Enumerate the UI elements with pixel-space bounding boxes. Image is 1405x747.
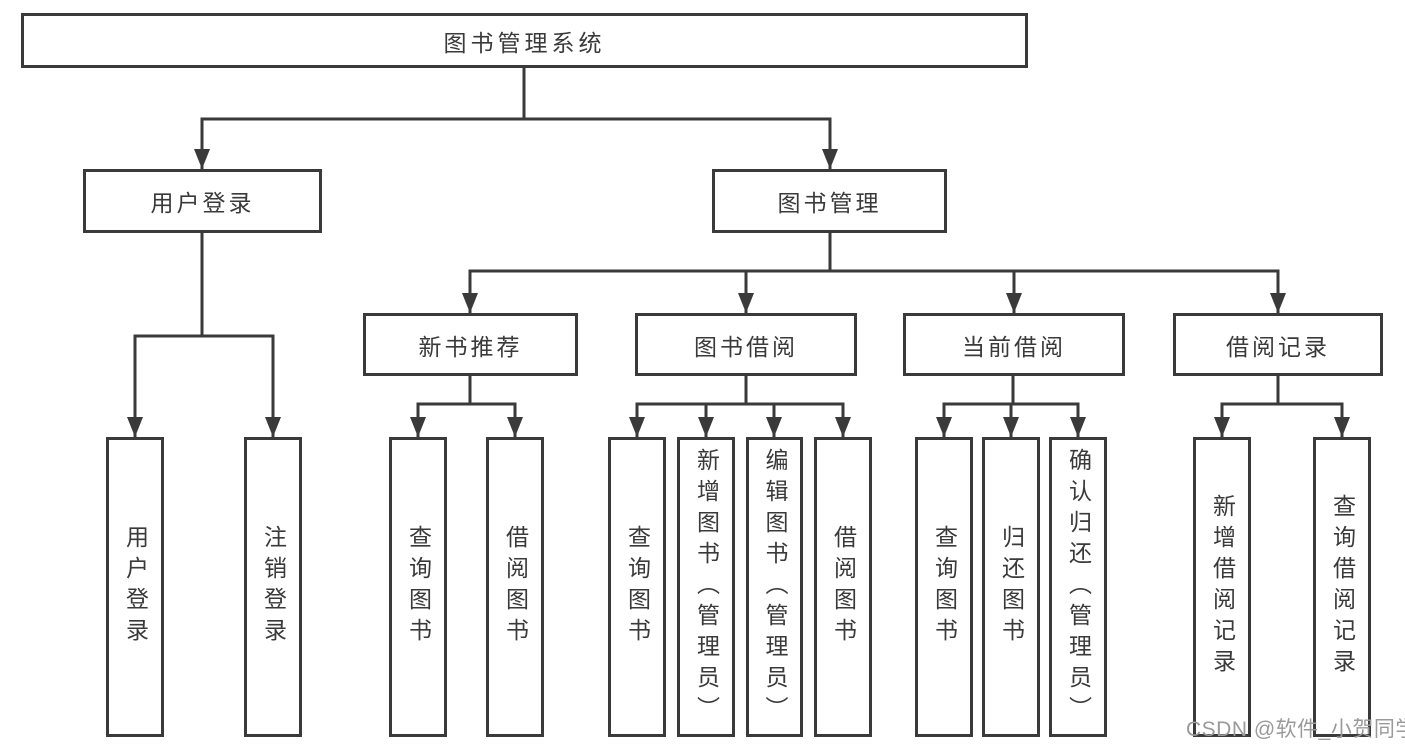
leaf-current-return-books: 归还图书 xyxy=(982,437,1040,737)
connector-current-branch xyxy=(942,374,1080,406)
leaf-logout: 注销登录 xyxy=(244,437,302,737)
watermark: CSDN @软件_小贺同学 xyxy=(1186,718,1405,741)
node-book-borrow: 图书借阅 xyxy=(635,313,857,376)
leaf-current-query-books: 查询图书 xyxy=(915,437,973,737)
leaf-records-add-record: 新增借阅记录 xyxy=(1193,437,1251,737)
leaf-borrow-add-books-admin: 新增图书（管理员） xyxy=(677,437,735,737)
connector-borrow-branch xyxy=(635,374,845,406)
leaf-current-confirm-return-admin: 确认归还（管理员） xyxy=(1049,437,1107,737)
leaf-borrow-edit-books-admin: 编辑图书（管理员） xyxy=(746,437,803,737)
connector-management-branch xyxy=(468,231,1280,273)
node-borrow-records: 借阅记录 xyxy=(1173,313,1383,376)
leaf-recommend-query-books: 查询图书 xyxy=(389,437,447,737)
leaf-borrow-borrow-books: 借阅图书 xyxy=(814,437,872,737)
node-root: 图书管理系统 xyxy=(21,13,1028,68)
node-book-management: 图书管理 xyxy=(712,169,947,233)
connector-records-branch xyxy=(1220,374,1344,406)
leaf-user-login: 用户登录 xyxy=(106,437,164,737)
node-new-book-recommend: 新书推荐 xyxy=(363,313,578,376)
node-user-login: 用户登录 xyxy=(83,169,322,233)
leaf-records-query-record: 查询借阅记录 xyxy=(1313,437,1371,737)
connector-login-branch xyxy=(133,231,275,338)
node-current-borrow: 当前借阅 xyxy=(903,313,1125,376)
connector-recommend-branch xyxy=(416,374,517,406)
connector-root-to-level2 xyxy=(200,66,832,121)
leaf-recommend-borrow-books: 借阅图书 xyxy=(486,437,544,737)
leaf-borrow-query-books: 查询图书 xyxy=(608,437,666,737)
